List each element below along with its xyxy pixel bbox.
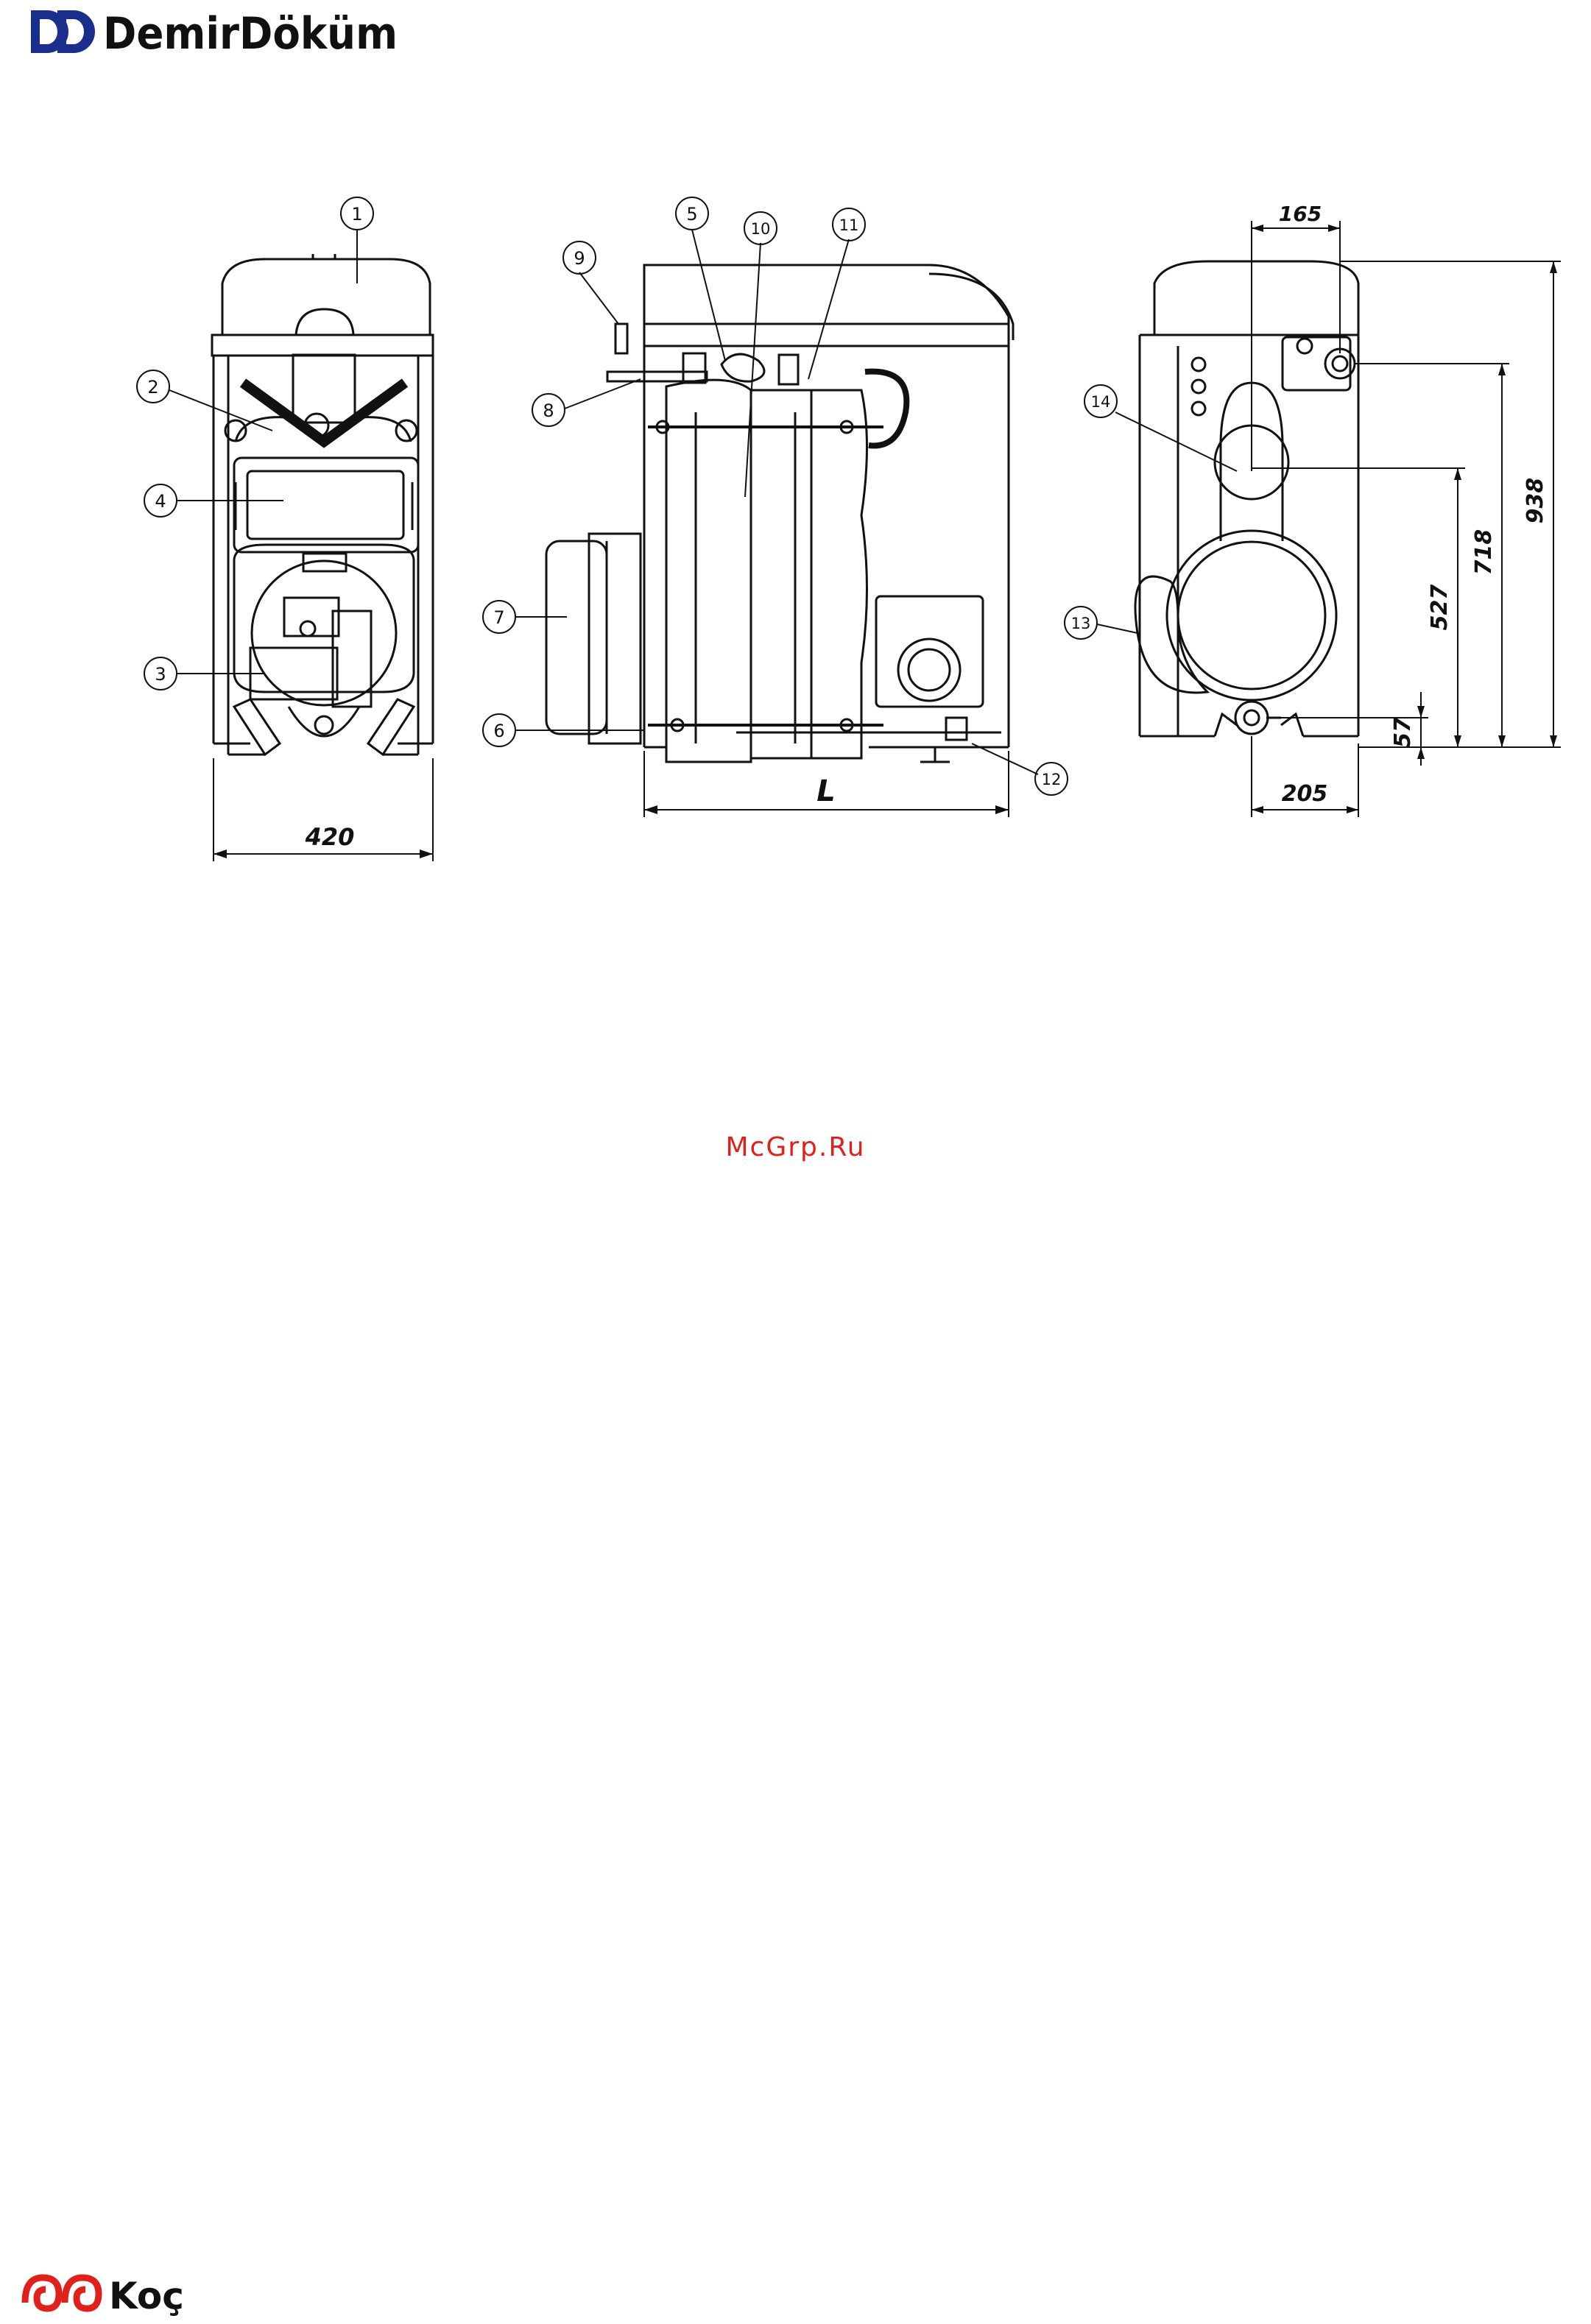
svg-text:1: 1 [351, 204, 362, 225]
svg-text:10: 10 [751, 220, 771, 238]
callout-10: 10 [744, 212, 777, 244]
svg-text:8: 8 [543, 400, 554, 421]
callout-6: 6 [483, 714, 515, 746]
watermark-text: McGrp.Ru [0, 1132, 1591, 1162]
svg-text:14: 14 [1091, 393, 1111, 411]
callout-9: 9 [563, 241, 596, 274]
koc-logo: Koç [18, 2267, 194, 2319]
front-view [212, 254, 433, 861]
callout-7: 7 [483, 601, 515, 633]
dim-height-flow: 718 [1471, 529, 1497, 576]
callout-13: 13 [1065, 607, 1097, 639]
dim-height-total: 938 [1523, 478, 1548, 524]
callout-11: 11 [833, 208, 865, 241]
rear-view [1135, 221, 1561, 817]
dim-side-length: L [816, 774, 836, 808]
svg-text:9: 9 [574, 248, 585, 269]
boiler-technical-drawing: 1 2 3 4 5 6 7 8 9 10 11 12 13 14 420 L 1… [0, 0, 1591, 898]
svg-text:5: 5 [686, 204, 697, 225]
callout-3: 3 [144, 657, 177, 690]
callout-1: 1 [341, 197, 373, 230]
svg-text:11: 11 [839, 216, 859, 234]
svg-text:12: 12 [1042, 771, 1062, 788]
callout-2: 2 [137, 370, 169, 403]
dim-height-return: 57 [1390, 717, 1416, 748]
svg-text:2: 2 [147, 377, 158, 398]
dim-rear-bottom-offset: 205 [1282, 781, 1328, 807]
side-view [546, 265, 1013, 817]
dim-rear-top-offset: 165 [1279, 202, 1322, 226]
svg-text:6: 6 [493, 721, 504, 741]
callout-5: 5 [676, 197, 708, 230]
koc-emblem-icon [25, 2278, 99, 2309]
svg-text:3: 3 [155, 664, 166, 685]
svg-text:4: 4 [155, 491, 166, 512]
callout-14: 14 [1084, 385, 1117, 417]
dim-front-width: 420 [305, 823, 355, 851]
dim-height-flue: 527 [1427, 584, 1453, 631]
callout-8: 8 [532, 394, 565, 426]
svg-text:7: 7 [493, 607, 504, 628]
koc-brand-text: Koç [109, 2275, 184, 2317]
svg-text:13: 13 [1071, 615, 1091, 632]
callout-4: 4 [144, 484, 177, 517]
callout-12: 12 [1035, 763, 1068, 795]
